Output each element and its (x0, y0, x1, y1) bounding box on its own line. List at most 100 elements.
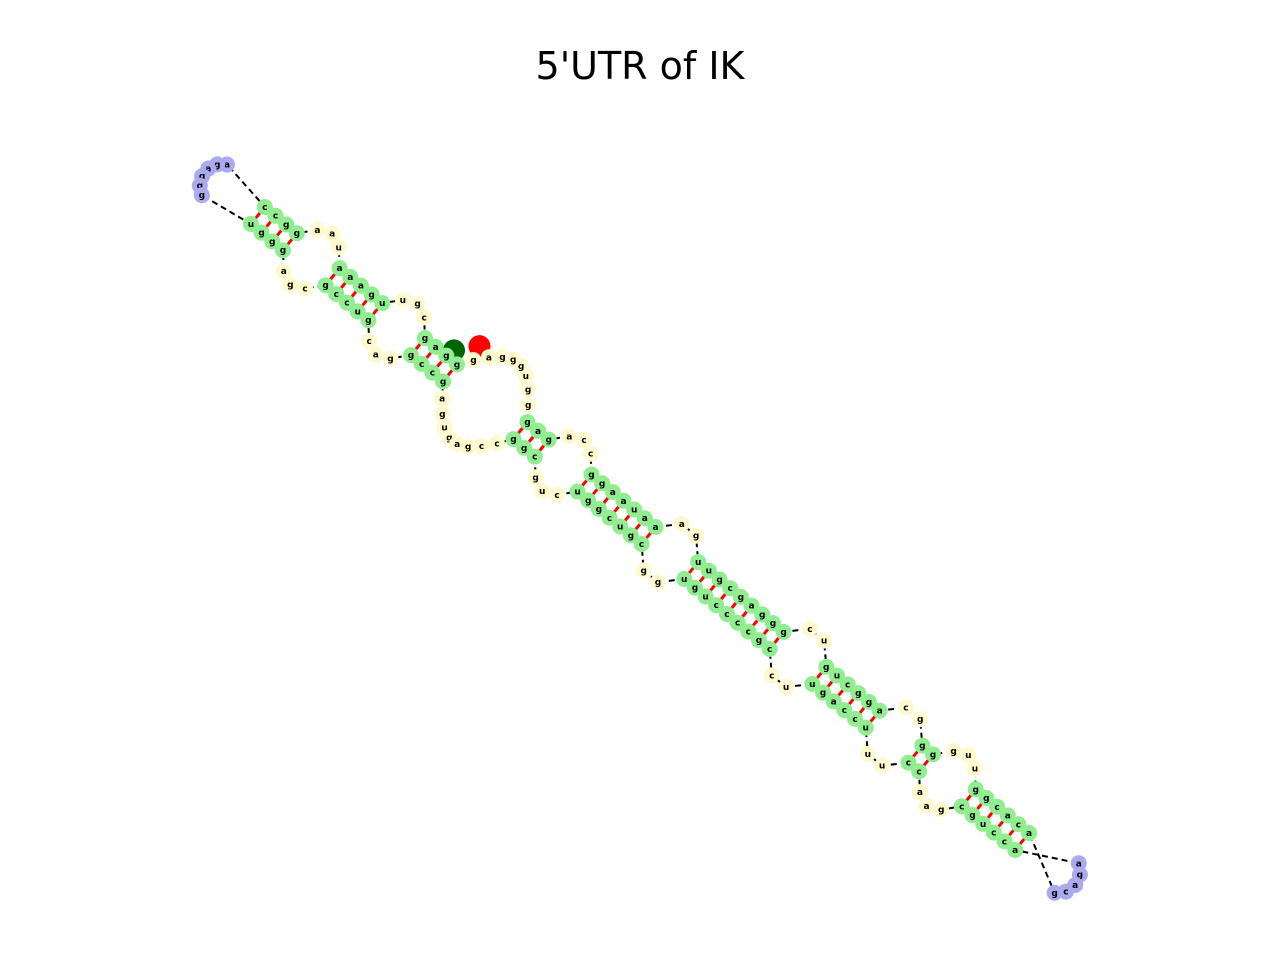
nucleotide-label: c (807, 625, 812, 635)
nucleotide-label: c (532, 453, 537, 463)
nucleotide-circle (964, 807, 981, 824)
nucleotide: a (911, 784, 928, 801)
nucleotide: g (520, 397, 537, 414)
nucleotide-circle (317, 277, 334, 294)
backbone (198, 163, 1081, 894)
nucleotide-label: u (809, 680, 815, 690)
nucleotide: a (367, 346, 384, 363)
base-pair-bond (516, 426, 525, 435)
nucleotide-label: c (991, 829, 996, 839)
nucleotide-label: g (525, 401, 531, 411)
nucleotide: g (580, 492, 597, 509)
nucleotide: u (804, 675, 821, 692)
nucleotide-label: c (769, 671, 774, 681)
nucleotide-circle (966, 760, 983, 777)
nucleotide-label: c (334, 290, 339, 300)
nucleotide-label: g (199, 191, 205, 201)
nucleotide-label: c (419, 360, 424, 370)
nucleotide: g (516, 439, 533, 456)
nucleotide-label: g (640, 566, 646, 576)
base-pair-bond (986, 811, 994, 820)
nucleotide: c (900, 754, 917, 771)
nucleotide: u (966, 760, 983, 777)
nucleotide-label: g (692, 584, 698, 594)
base-pair-bond (435, 360, 444, 369)
nucleotide-circle (288, 225, 305, 242)
nucleotide-circle (850, 685, 867, 702)
nucleotide-circle (416, 330, 433, 347)
nucleotide-label: a (1076, 859, 1082, 869)
nucleotide: u (700, 562, 717, 579)
nucleotide: a (918, 797, 935, 814)
nucleotide-circle (816, 632, 833, 649)
nucleotide-label: a (439, 394, 445, 404)
nucleotide-label: u (980, 820, 986, 830)
nucleotide-label: a (373, 351, 379, 361)
nucleotide-label: c (554, 491, 559, 501)
nucleotide: c (361, 332, 378, 349)
base-pair-bond (1007, 828, 1016, 837)
nucleotide: u (534, 483, 551, 500)
nucleotide-circle (740, 623, 757, 640)
nucleotide-label: g (422, 334, 428, 344)
nucleotide-label: g (716, 575, 722, 585)
nucleotide-circle (360, 312, 377, 329)
nucleotide-circle (839, 676, 856, 693)
nucleotide: c (718, 605, 735, 622)
nucleotide-circle (732, 588, 749, 605)
base-pair-bond (275, 228, 283, 237)
nucleotide: u (242, 215, 259, 232)
nucleotide-circle (548, 486, 565, 503)
nucleotide-circle (912, 711, 929, 728)
nucleotide: u (816, 632, 833, 649)
nucleotide: g (622, 527, 639, 544)
nucleotide-label: u (972, 765, 978, 775)
base-pair-bond (847, 697, 856, 706)
nucleotide: a (1021, 825, 1038, 842)
nucleotide: c (847, 710, 864, 727)
nucleotide-circle (804, 675, 821, 692)
nucleotide-label: g (855, 689, 861, 699)
nucleotide-label: g (693, 532, 699, 542)
nucleotide-circle (561, 428, 578, 445)
nucleotide: g (750, 632, 767, 649)
nucleotide: g (688, 527, 705, 544)
nucleotide: g (775, 623, 792, 640)
base-pair-bond (719, 592, 727, 601)
nucleotide-label: u (863, 724, 869, 734)
nucleotide-label: g (518, 362, 524, 372)
nucleotide-label: c (639, 540, 644, 550)
nucleotide-circle (331, 260, 348, 277)
nucleotide-circle (434, 390, 451, 407)
nucleotide: g (505, 431, 522, 448)
nucleotide: c (911, 763, 928, 780)
nucleotide: u (874, 757, 891, 774)
nucleotide-label: g (866, 698, 872, 708)
base-pair-bond (644, 531, 653, 540)
nucleotide: g (914, 737, 931, 754)
nucleotide-circle (349, 303, 366, 320)
nucleotide-circle (1010, 816, 1027, 833)
nucleotide-circle (933, 801, 950, 818)
nucleotide-circle (996, 833, 1013, 850)
nucleotide-label: g (770, 619, 776, 629)
nucleotide-circle (636, 510, 653, 527)
nucleotide-label: a (535, 427, 541, 437)
nucleotide-label: c (852, 715, 857, 725)
nucleotide: a (636, 510, 653, 527)
nucleotide-label: c (903, 704, 908, 714)
nucleotide-circle (460, 438, 477, 455)
nucleotide-label: c (344, 299, 349, 309)
nucleotide-circle (686, 579, 703, 596)
nucleotide-label: u (354, 307, 360, 317)
nucleotide: c (722, 580, 739, 597)
nucleotide-circle (576, 432, 593, 449)
nucleotide: g (403, 347, 420, 364)
nucleotide-label: g (938, 806, 944, 816)
nucleotide-circle (413, 355, 430, 372)
nucleotide-circle (267, 207, 284, 224)
nucleotide-circle (494, 348, 511, 365)
nucleotide-label: g (446, 433, 452, 443)
nucleotide: u (857, 719, 874, 736)
nucleotide-label: g (387, 354, 393, 364)
